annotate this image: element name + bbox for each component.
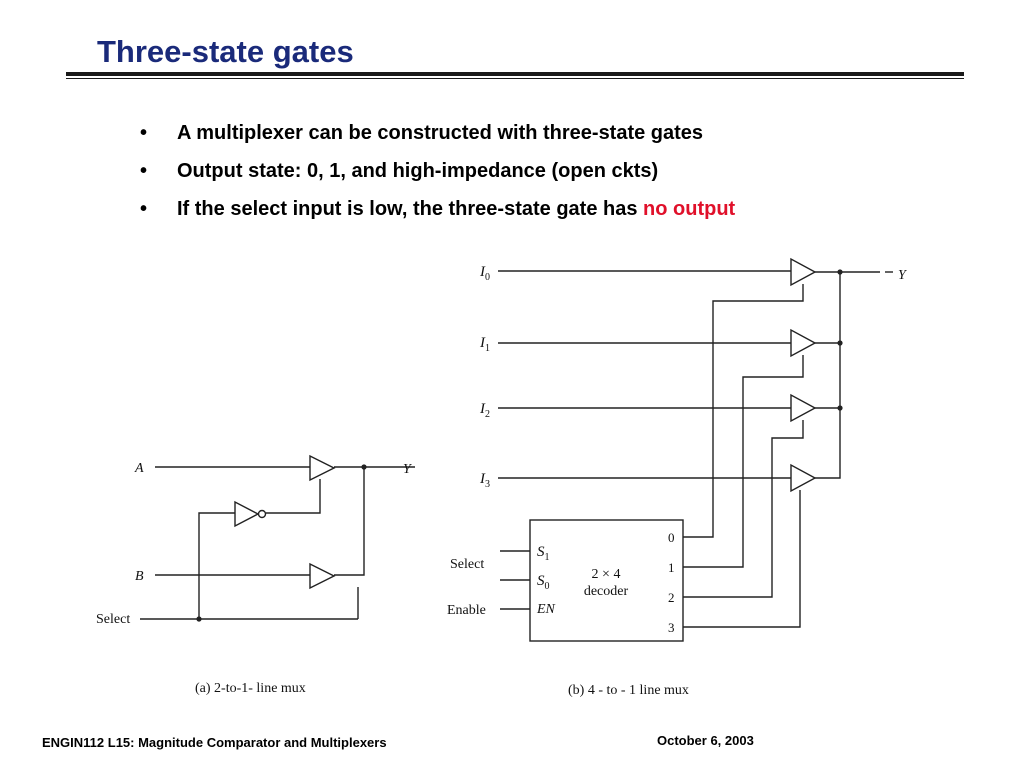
wire-decoder-out-2 bbox=[683, 420, 804, 598]
caption-b: (b) 4 - to - 1 line mux bbox=[568, 683, 689, 698]
bullet-list: • A multiplexer can be constructed with t… bbox=[140, 118, 735, 232]
label-input-a: A bbox=[134, 461, 144, 476]
bullet-item: • A multiplexer can be constructed with t… bbox=[140, 118, 735, 156]
title-rule-thin bbox=[66, 78, 964, 79]
mux-4to1-diagram: I0 I1 I2 I3 Y Select Enable S1 S0 EN 2 ×… bbox=[447, 257, 908, 698]
tristate-buffer-3-icon bbox=[790, 463, 817, 493]
pin-s1-label: S1 bbox=[537, 544, 550, 563]
tristate-buffer-2-icon bbox=[790, 393, 817, 423]
mux-2to1-diagram: A B Select Y (a) 2-to-1- line mux bbox=[96, 454, 415, 696]
decoder-output-2: 2 bbox=[668, 590, 675, 605]
decoder-output-0: 0 bbox=[668, 530, 675, 545]
label-output-y: Y bbox=[898, 268, 908, 283]
wire-output-bus bbox=[815, 272, 841, 479]
bullet-item: • Output state: 0, 1, and high-impedance … bbox=[140, 156, 735, 194]
junction-dot bbox=[361, 464, 367, 470]
label-input-i1: I1 bbox=[479, 335, 490, 354]
junction-dot bbox=[837, 340, 843, 346]
bullet-text: Output state: 0, 1, and high-impedance (… bbox=[177, 160, 659, 182]
label-input-i0: I0 bbox=[479, 264, 490, 283]
title-rule bbox=[66, 72, 964, 76]
footer-course: ENGIN112 L15: Magnitude Comparator and M… bbox=[42, 735, 387, 750]
label-input-i2: I2 bbox=[479, 401, 490, 420]
wire-select-to-inverter bbox=[198, 512, 235, 619]
label-input-b: B bbox=[135, 569, 144, 584]
inverter-bubble-icon bbox=[257, 509, 267, 519]
label-enable: Enable bbox=[447, 603, 486, 618]
tristate-buffer-a-icon bbox=[309, 454, 336, 482]
label-output-y-a: Y bbox=[403, 462, 413, 477]
pin-s0-label: S0 bbox=[537, 573, 550, 592]
wire-inverter-to-enable-a bbox=[266, 479, 321, 514]
decoder-output-1: 1 bbox=[668, 560, 675, 575]
junction-dot bbox=[837, 269, 843, 275]
label-input-i3: I3 bbox=[479, 471, 490, 490]
tristate-buffer-1-icon bbox=[790, 328, 817, 358]
pin-en-label: EN bbox=[536, 602, 556, 617]
bullet-item: • If the select input is low, the three-s… bbox=[140, 194, 735, 232]
decoder-name-line2: decoder bbox=[584, 584, 629, 599]
decoder-block bbox=[529, 519, 684, 642]
wire-decoder-out-3 bbox=[683, 490, 801, 628]
label-select-b: Select bbox=[450, 557, 484, 572]
junction-dot bbox=[837, 405, 843, 411]
wire-decoder-out-0 bbox=[683, 284, 804, 538]
label-select-a: Select bbox=[96, 612, 130, 627]
footer-date: October 6, 2003 bbox=[657, 733, 754, 748]
wire-output-y-b bbox=[334, 467, 365, 576]
caption-a: (a) 2-to-1- line mux bbox=[195, 681, 306, 696]
tristate-buffer-0-icon bbox=[790, 257, 817, 287]
junction-dot bbox=[196, 616, 202, 622]
bullet-highlight: no output bbox=[643, 198, 736, 220]
bullet-dot-icon: • bbox=[140, 122, 148, 144]
inverter-icon bbox=[234, 500, 260, 528]
wire-decoder-out-1 bbox=[683, 355, 804, 568]
slide-title: Three-state gates bbox=[97, 34, 354, 69]
bullet-text: A multiplexer can be constructed with th… bbox=[177, 122, 704, 144]
bullet-dot-icon: • bbox=[140, 198, 148, 220]
decoder-name-line1: 2 × 4 bbox=[592, 567, 621, 582]
bullet-text: If the select input is low, the three-st… bbox=[177, 198, 644, 220]
tristate-buffer-b-icon bbox=[309, 562, 336, 590]
decoder-output-3: 3 bbox=[668, 620, 675, 635]
bullet-dot-icon: • bbox=[140, 160, 148, 182]
